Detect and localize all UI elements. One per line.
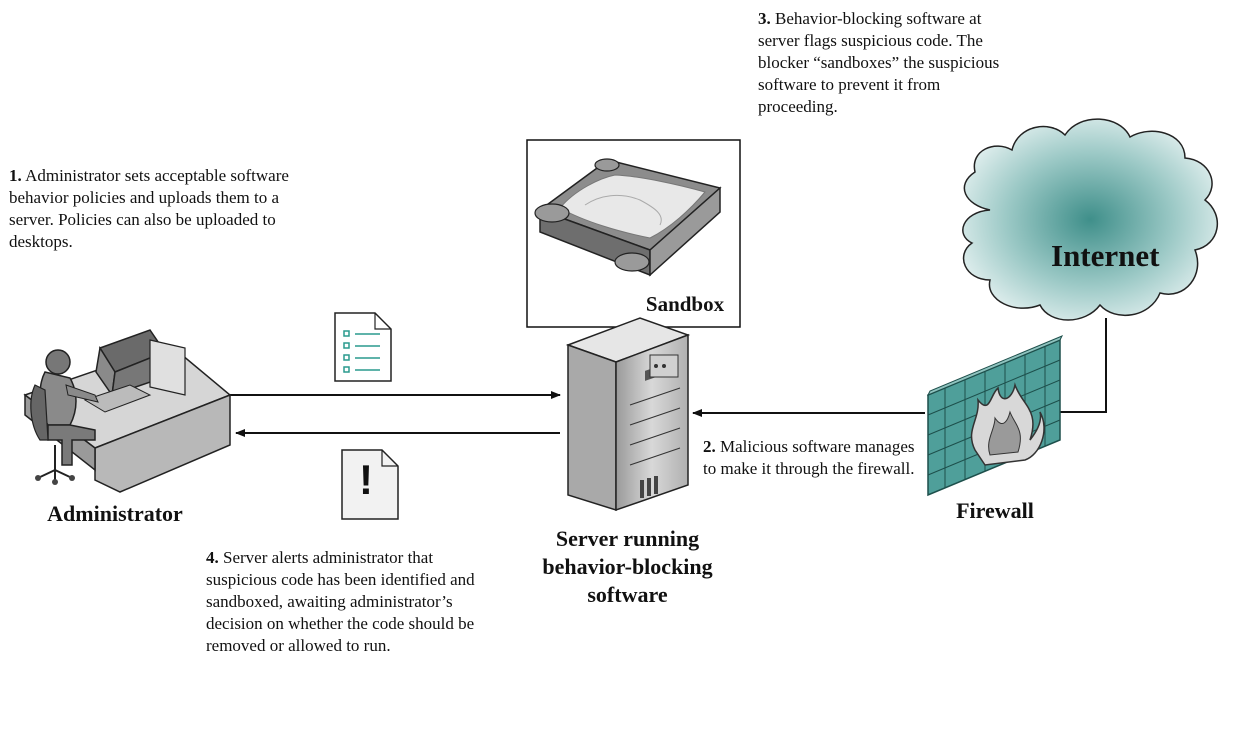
alert-document-icon xyxy=(341,449,399,520)
step-2-number: 2. xyxy=(703,437,716,456)
step-3-text: 3. Behavior-blocking software at server … xyxy=(758,8,1010,118)
server-icon xyxy=(565,317,691,512)
step-3-description: Behavior-blocking software at server fla… xyxy=(758,9,1000,116)
step-3-number: 3. xyxy=(758,9,771,28)
step-4-text: 4. Server alerts administrator that susp… xyxy=(206,547,481,657)
sandbox-label: Sandbox xyxy=(645,292,725,316)
internet-cloud xyxy=(962,118,1219,321)
firewall-icon xyxy=(926,335,1064,497)
server-label: Server running behavior-blocking softwar… xyxy=(542,526,713,607)
internet-label: Internet xyxy=(1051,238,1160,273)
step-4-description: Server alerts administrator that suspici… xyxy=(206,548,475,655)
internet-to-firewall-line xyxy=(1047,318,1107,413)
administrator-workstation-icon xyxy=(23,329,232,493)
sandbox-icon xyxy=(534,158,722,277)
step-4-number: 4. xyxy=(206,548,219,567)
alert-symbol: ! xyxy=(359,456,373,503)
policy-document-icon xyxy=(334,312,392,382)
step-1-description: Administrator sets acceptable software b… xyxy=(9,166,289,251)
step-1-text: 1. Administrator sets acceptable softwar… xyxy=(9,165,299,253)
administrator-label: Administrator xyxy=(47,501,183,526)
step-2-description: Malicious software manages to make it th… xyxy=(703,437,915,478)
firewall-label: Firewall xyxy=(956,498,1034,523)
step-1-number: 1. xyxy=(9,166,22,185)
step-2-text: 2. Malicious software manages to make it… xyxy=(703,436,918,480)
